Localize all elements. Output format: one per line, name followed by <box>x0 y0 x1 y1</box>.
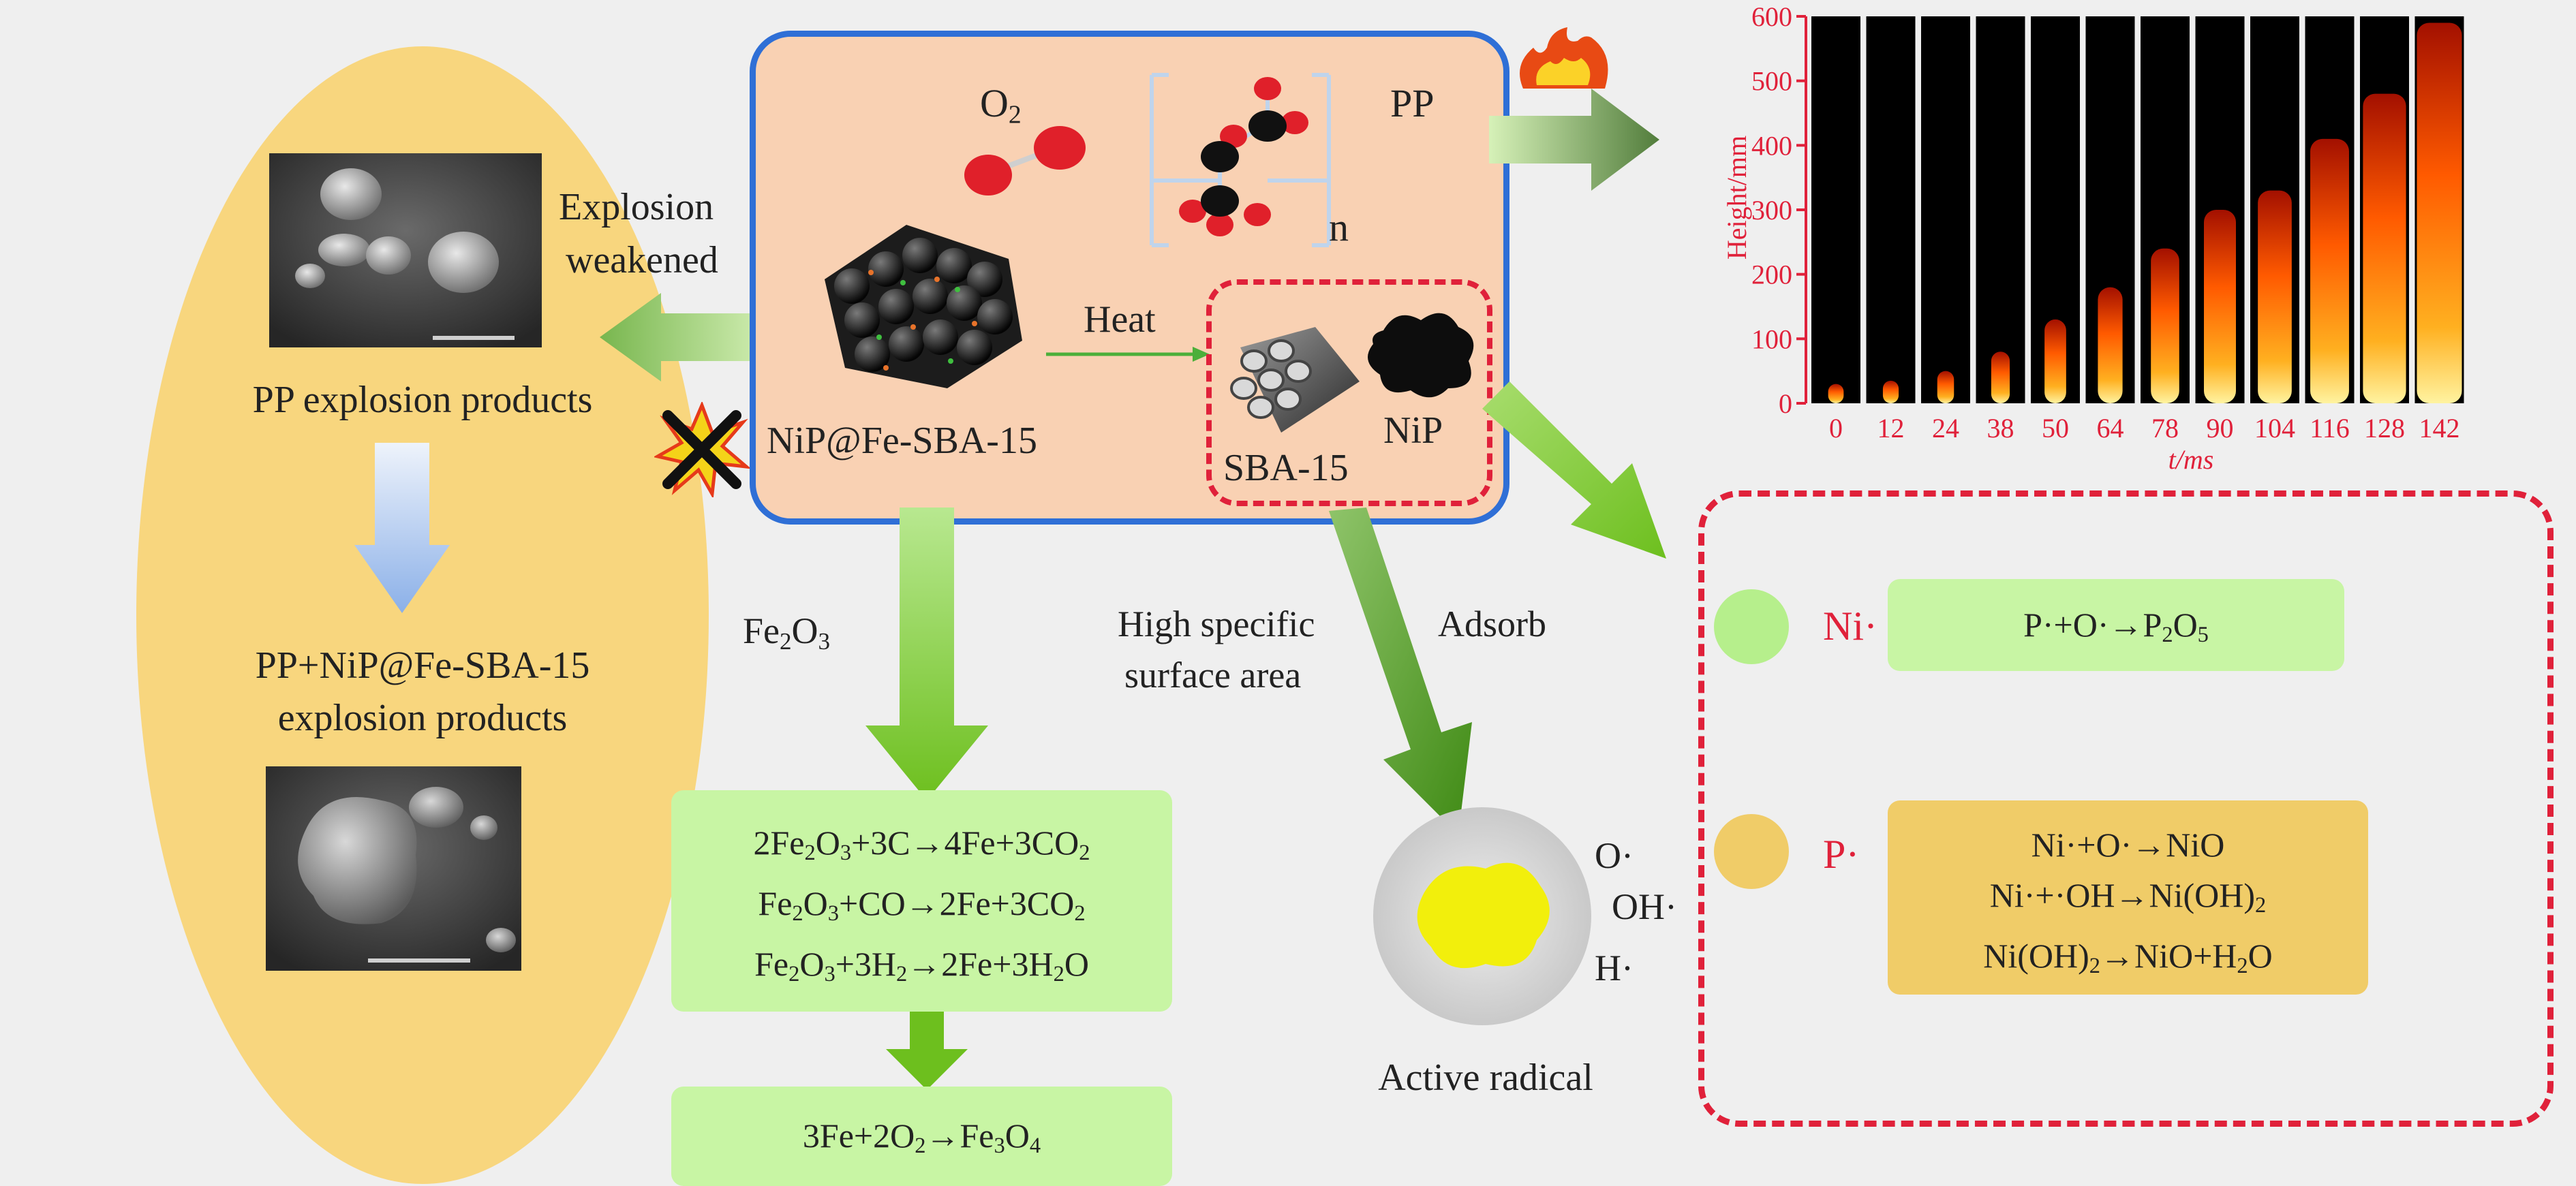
chart-y-tick-label: 0 <box>1779 388 1792 419</box>
chart-x-tick-label: 50 <box>2042 413 2069 443</box>
ni-reaction-box <box>1888 579 2344 671</box>
p-reaction-3: Ni(OH)2→NiO+H2O <box>1983 937 2273 979</box>
fe-reaction-1: 2Fe2O3+3C→4Fe+3CO2 <box>753 824 1090 866</box>
catalyst-particle-icon <box>825 225 1022 388</box>
fe3o4-reaction: 3Fe+2O2→Fe3O4 <box>802 1117 1041 1159</box>
radical-h: H· <box>1595 948 1634 988</box>
radical-release-arrow-icon <box>1482 381 1666 559</box>
chart-y-tick-label: 300 <box>1751 195 1792 225</box>
fe3o4-reaction-box <box>671 1087 1172 1186</box>
chart-y-tick-label: 400 <box>1751 130 1792 161</box>
sem-image-pp-products <box>269 153 542 347</box>
heat-label: Heat <box>1084 298 1156 341</box>
chart-flame-bar <box>2417 22 2462 403</box>
explosion-blocked-icon <box>654 402 750 497</box>
chart-ylabel: Height/mm <box>1721 136 1752 260</box>
chart-flame-bar <box>1991 352 2010 403</box>
p-reactions-box <box>1888 800 2368 995</box>
fe2o3-down-arrow-icon <box>865 508 988 800</box>
mix-products-line2: explosion products <box>277 697 568 739</box>
chart-x-tick-label: 38 <box>1987 413 2014 443</box>
down-arrow-icon <box>354 443 450 613</box>
fe2o3-label: Fe2O3 <box>743 610 831 655</box>
chart-flame-bar <box>1937 371 1954 403</box>
fe-reaction-3: Fe2O3+3H2→2Fe+3H2O <box>754 945 1089 987</box>
chart-panel <box>1976 16 2025 403</box>
active-radical-label: Active radical <box>1378 1057 1593 1099</box>
p-reactions-list: Ni·+O·→NiO Ni·+·OH→Ni(OH)2 Ni(OH)2→NiO+H… <box>1888 820 2368 991</box>
explosion-weakened-line2: weakened <box>566 239 718 281</box>
nip-particle-icon <box>1368 313 1474 398</box>
chart-panel <box>1866 16 1916 403</box>
radical-oh: OH· <box>1612 886 1677 927</box>
chart-flame-bar <box>2363 93 2406 403</box>
p-radical-dot-icon <box>1714 814 1789 889</box>
ni-radical-label: Ni· <box>1823 604 1877 649</box>
mix-products-line1: PP+NiP@Fe-SBA-15 <box>255 644 590 687</box>
chart-flame-bar <box>2044 319 2066 403</box>
chart-flame-bar <box>2151 248 2179 403</box>
chart-y-tick-label: 500 <box>1751 66 1792 97</box>
p-reaction-1: Ni·+O·→NiO <box>2031 826 2225 864</box>
ni-radical-dot-icon <box>1714 589 1789 664</box>
fe3o4-down-arrow-icon <box>886 1012 968 1090</box>
surface-line2: surface area <box>1124 655 1302 696</box>
chart-flame-bar <box>2258 190 2292 403</box>
sem-image-mix-products <box>266 766 521 971</box>
radical-o: O· <box>1595 835 1634 876</box>
surface-line1: High specific <box>1118 604 1315 644</box>
p-radical-label: P· <box>1823 832 1860 877</box>
active-radical-icon <box>1373 807 1591 1025</box>
chart-flame-bar <box>2098 287 2123 403</box>
chart-x-tick-label: 90 <box>2207 413 2234 443</box>
adsorb-arrow-icon <box>1329 508 1472 834</box>
chart-panel <box>1921 16 1970 403</box>
chart-panel <box>1811 16 1860 403</box>
sba15-structure-icon <box>1230 327 1360 433</box>
chart-x-tick-label: 104 <box>2254 413 2295 443</box>
decomposition-products-box <box>1206 279 1492 506</box>
right-arrow-icon <box>1489 89 1659 191</box>
pp-products-label: PP explosion products <box>252 379 593 421</box>
sba15-label: SBA-15 <box>1223 447 1349 489</box>
fe-reactions-box <box>671 790 1172 1012</box>
chart-xlabel: t/ms <box>2168 444 2214 475</box>
chart-y-tick-label: 100 <box>1751 324 1792 354</box>
chart-flame-bar <box>1882 380 1899 403</box>
chart-x-tick-label: 116 <box>2310 413 2350 443</box>
ni-reaction: P·+O·→P2O5 <box>2023 606 2209 648</box>
explosion-weakened-line1: Explosion <box>559 186 714 228</box>
chart-flame-bar <box>1828 384 1844 403</box>
catalyst-label: NiP@Fe-SBA-15 <box>767 420 1037 462</box>
pp-molecule-icon <box>1150 73 1331 247</box>
chart-flame-bar <box>2310 138 2349 403</box>
chart-x-tick-label: 64 <box>2097 413 2124 443</box>
fe-reaction-2: Fe2O3+CO→2Fe+3CO2 <box>758 884 1086 926</box>
o2-label: O2 <box>980 80 1022 129</box>
pp-label: PP <box>1390 81 1435 125</box>
n-label: n <box>1329 205 1349 249</box>
adsorb-label: Adsorb <box>1438 604 1546 644</box>
chart-x-tick-label: 12 <box>1877 413 1905 443</box>
p-reaction-2: Ni·+·OH→Ni(OH)2 <box>1989 876 2267 918</box>
chart-y-tick-label: 200 <box>1751 260 1792 290</box>
fe-reactions-list: 2Fe2O3+3C→4Fe+3CO2 Fe2O3+CO→2Fe+3CO2 Fe2… <box>671 817 1172 999</box>
heat-arrow-icon <box>1046 347 1210 362</box>
fire-icon <box>1520 27 1608 89</box>
left-arrow-icon <box>600 293 777 381</box>
chart-flame-bar <box>2204 210 2236 403</box>
o2-molecule-icon <box>964 126 1086 196</box>
flame-height-chart: 0 100 200 300 400 500 600 0 12 24 38 50 64 78 90 104 116… <box>1721 1 2464 475</box>
chart-x-tick-label: 0 <box>1829 413 1843 443</box>
nip-label: NiP <box>1383 409 1443 452</box>
o2-subscript: 2 <box>1008 100 1022 129</box>
chart-x-tick-label: 128 <box>2364 413 2405 443</box>
radical-reactions-box <box>1698 490 2554 1127</box>
chart-x-tick-label: 142 <box>2419 413 2460 443</box>
o2-text: O <box>980 81 1009 125</box>
chart-x-tick-label: 78 <box>2151 413 2179 443</box>
chart-y-tick-label: 600 <box>1751 1 1792 32</box>
chart-x-tick-label: 24 <box>1932 413 1959 443</box>
